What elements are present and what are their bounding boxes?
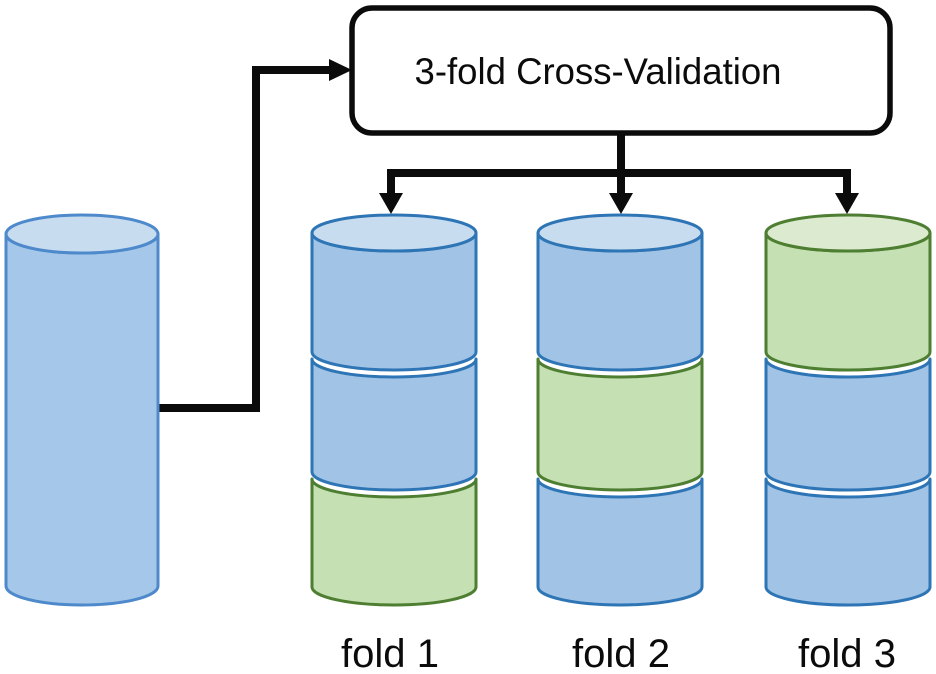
fold3-stack (764, 213, 932, 607)
connector-box-to-folds (379, 133, 859, 214)
arrowhead-fold1-icon (379, 193, 403, 214)
fold2-segment-bottom (536, 477, 704, 607)
fold3-segment-bottom (764, 477, 932, 607)
arrowhead-into-box-icon (329, 59, 352, 81)
cv-box-title: 3-fold Cross-Validation (415, 51, 782, 92)
source-cylinder-body (4, 232, 160, 607)
arrowhead-fold2-icon (609, 193, 633, 214)
fold1-segment-top (310, 231, 478, 372)
fold1-label: fold 1 (341, 632, 439, 674)
fold1-top-ellipse (310, 213, 478, 253)
fold1-segment-middle (310, 357, 478, 492)
fold2-label: fold 2 (572, 632, 670, 674)
source-cylinder-top (4, 213, 160, 255)
fold2-segment-top (536, 231, 704, 372)
connector-source-to-box (158, 59, 352, 412)
fold3-segment-top (764, 231, 932, 372)
fold3-segment-middle (764, 357, 932, 492)
fold3-top-ellipse (764, 213, 932, 253)
fold1-segment-bottom (310, 477, 478, 607)
connector-distribution-line (387, 169, 851, 196)
arrowhead-fold3-icon (835, 193, 859, 214)
fold2-top-ellipse (536, 213, 704, 253)
connector-source-line (158, 66, 332, 412)
fold3-label: fold 3 (798, 632, 896, 674)
fold2-segment-middle (536, 357, 704, 492)
cv-box-shape (349, 5, 893, 136)
fold1-stack (310, 213, 478, 607)
cv-box: 3-fold Cross-Validation (349, 5, 893, 136)
source-cylinder (4, 213, 160, 607)
fold2-stack (536, 213, 704, 607)
